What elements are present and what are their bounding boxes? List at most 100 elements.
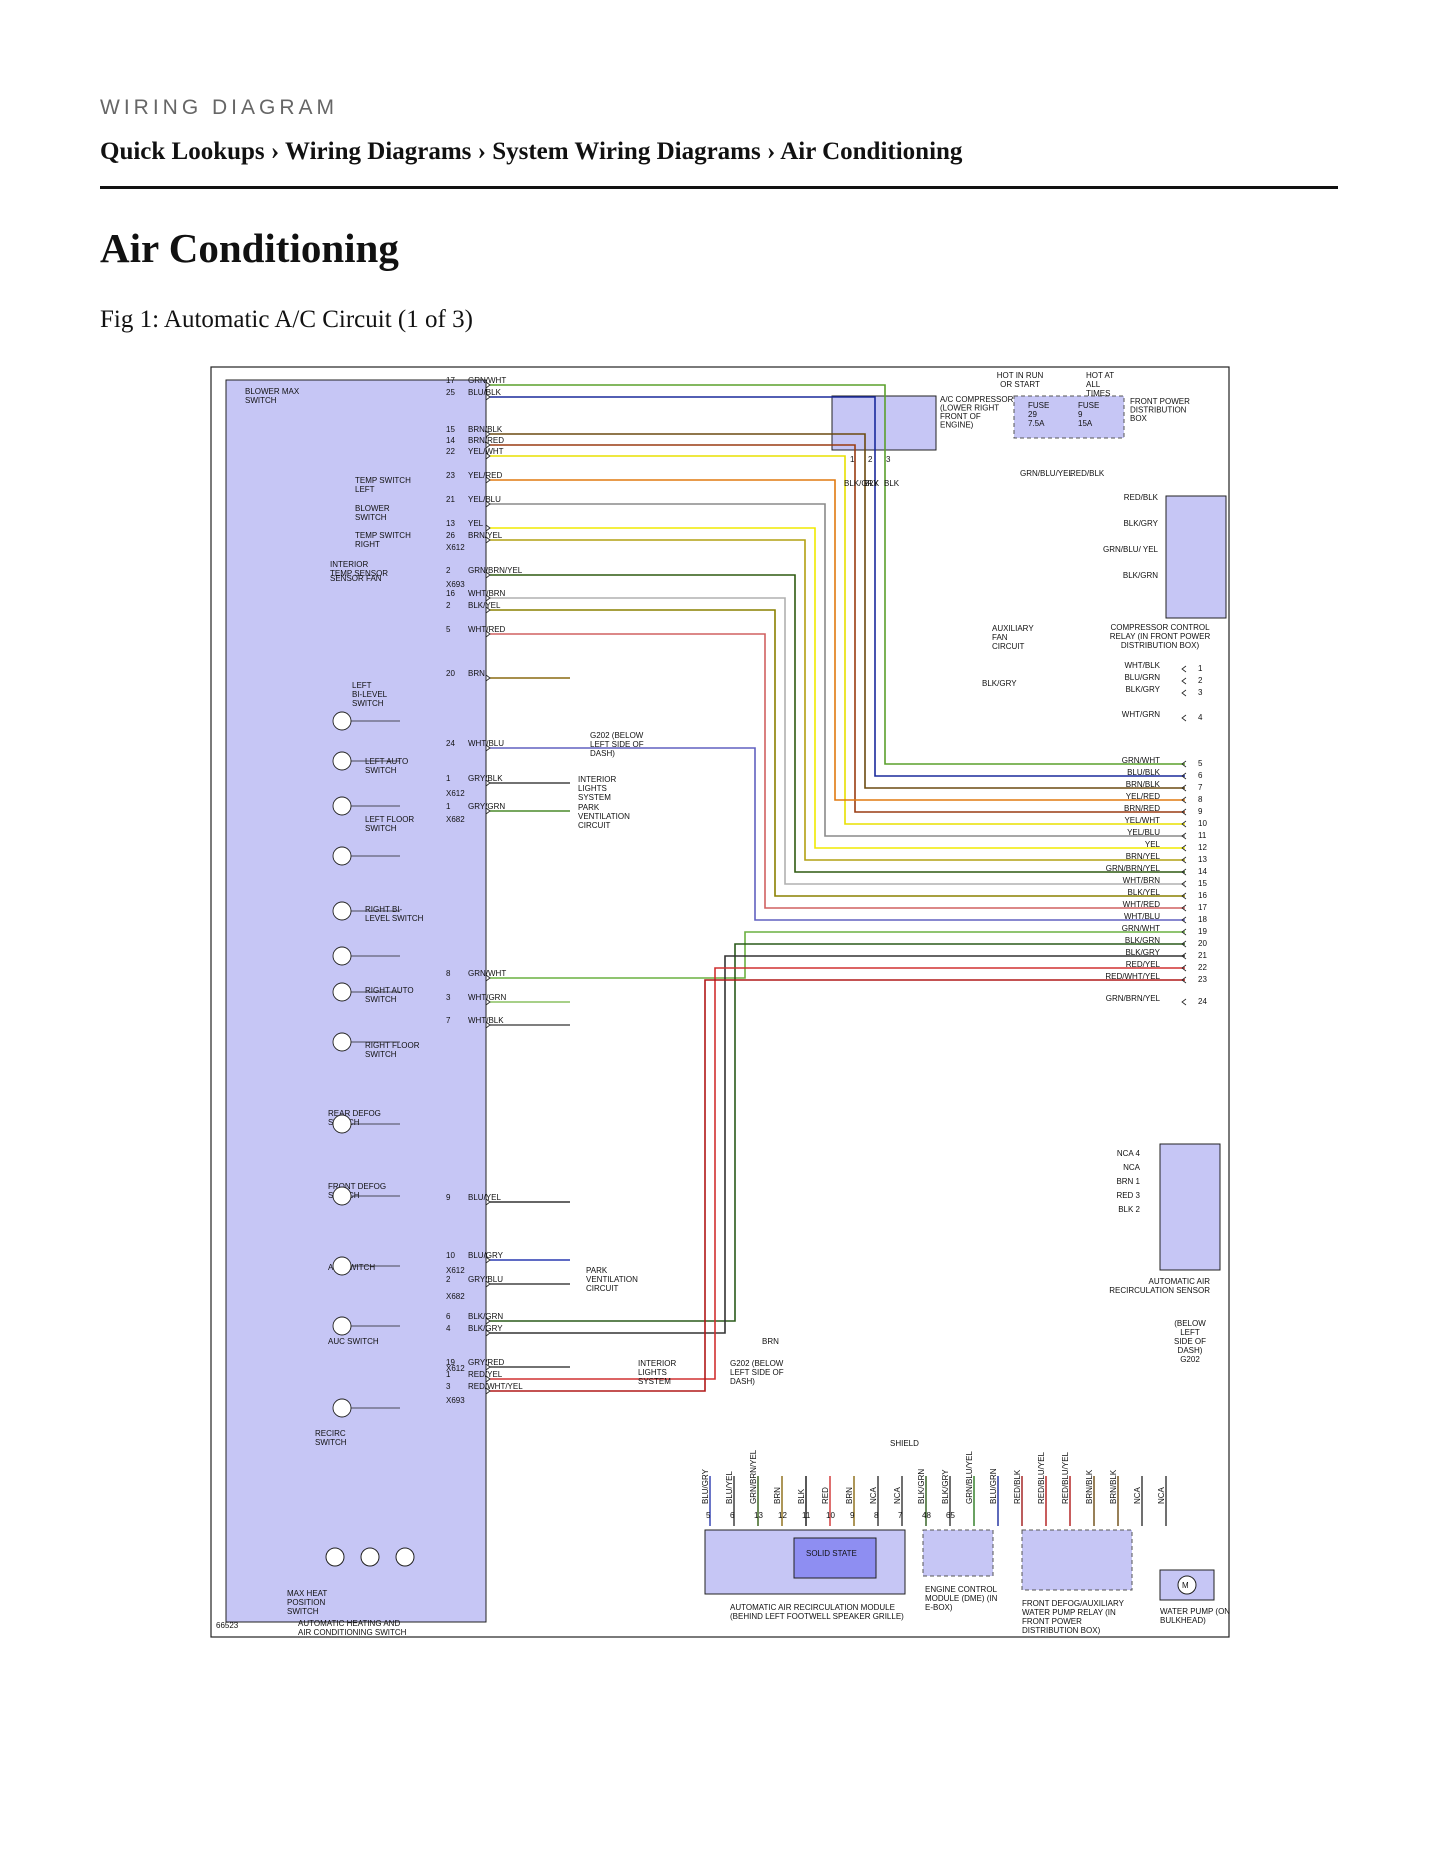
indicator-lamp-icon xyxy=(395,1547,415,1567)
header-rule xyxy=(100,186,1338,189)
connector-label: X612 xyxy=(446,1266,465,1275)
breadcrumb-item[interactable]: Quick Lookups xyxy=(100,138,265,165)
pin-arrow xyxy=(1181,665,1187,673)
switch-label: RIGHT BI-LEVEL SWITCH xyxy=(365,905,424,923)
right-pin-number: 17 xyxy=(1198,903,1207,912)
bottom-wire-label: BLU/GRY xyxy=(701,1468,710,1504)
pin-arrow xyxy=(1181,928,1187,936)
connector-label: X693 xyxy=(446,580,465,589)
pin-arrow xyxy=(485,1329,491,1337)
ac-compressor-box xyxy=(831,395,937,451)
left-pin-number: 2 xyxy=(446,566,451,575)
right-pin-number: 6 xyxy=(1198,771,1203,780)
pin-arrow xyxy=(1181,677,1187,685)
breadcrumb-item[interactable]: Air Conditioning xyxy=(780,138,963,165)
wire xyxy=(490,979,1185,1392)
relay-wire: BLK/GRY xyxy=(1123,519,1158,528)
right-pin-wire: GRN/WHT xyxy=(1122,924,1160,933)
wire xyxy=(490,955,1185,1334)
wire xyxy=(490,444,1185,813)
bottom-wire-label: BLU/GRN xyxy=(989,1468,998,1504)
wire xyxy=(490,539,1185,861)
right-pin-wire: BLK/YEL xyxy=(1128,888,1161,897)
solid-state-box xyxy=(793,1537,877,1579)
left-pin-number: 9 xyxy=(446,1193,451,1202)
pin-arrow xyxy=(1181,952,1187,960)
indicator-lamp-icon xyxy=(332,1316,352,1336)
left-pin-wire: BLK/GRN xyxy=(468,1312,503,1321)
right-pin-wire: GRN/BRN/YEL xyxy=(1106,864,1161,873)
right-pin-wire: WHT/RED xyxy=(1123,900,1161,909)
recirc-sensor-pin: BLK 2 xyxy=(1118,1205,1140,1214)
left-pin-wire: BRN/RED xyxy=(468,436,504,445)
pin-arrow xyxy=(1181,820,1187,828)
left-pin-number: 10 xyxy=(446,1251,455,1260)
right-pin-wire: RED/WHT/YEL xyxy=(1105,972,1160,981)
recirc-sensor-pin: RED 3 xyxy=(1116,1191,1140,1200)
breadcrumb: Quick Lookups › Wiring Diagrams › System… xyxy=(100,138,963,165)
compressor-pin: 1 xyxy=(850,455,855,464)
left-pin-wire: BLU/GRY xyxy=(468,1251,504,1260)
left-pin-wire: BLK/GRY xyxy=(468,1324,503,1333)
breadcrumb-item[interactable]: Wiring Diagrams xyxy=(285,138,472,165)
pin-arrow xyxy=(485,524,491,532)
left-pin-number: 17 xyxy=(446,376,455,385)
bottom-pin-number: 8 xyxy=(874,1511,879,1520)
left-pin-number: 16 xyxy=(446,589,455,598)
left-pin-wire: BLU/YEL xyxy=(468,1193,501,1202)
ground-wire-label: BRN xyxy=(762,1337,779,1346)
left-pin-number: 7 xyxy=(446,1016,451,1025)
left-pin-wire: RED/YEL xyxy=(468,1370,503,1379)
left-pin-wire: BRN xyxy=(468,669,485,678)
left-pin-wire: GRY/BLK xyxy=(468,774,503,783)
right-pin-number: 4 xyxy=(1198,713,1203,722)
left-pin-number: 3 xyxy=(446,993,451,1002)
bottom-pin-number: 12 xyxy=(778,1511,787,1520)
fuse-wire: GRN/BLU/YEL xyxy=(1020,469,1073,478)
right-pin-number: 22 xyxy=(1198,963,1207,972)
right-pin-number: 19 xyxy=(1198,927,1207,936)
bottom-pin-number: 48 xyxy=(922,1511,931,1520)
compressor-pin: 2 xyxy=(868,455,873,464)
right-pin-number: 14 xyxy=(1198,867,1207,876)
left-pin-number: 1 xyxy=(446,774,451,783)
connector-label: X612 xyxy=(446,1364,465,1373)
pin-arrow xyxy=(485,393,491,401)
left-pin-number: 19 xyxy=(446,1358,455,1367)
right-pin-wire: BRN/BLK xyxy=(1126,780,1161,789)
right-pin-number: 20 xyxy=(1198,939,1207,948)
right-pin-number: 7 xyxy=(1198,783,1203,792)
right-pin-number: 23 xyxy=(1198,975,1207,984)
left-pin-wire: YEL/WHT xyxy=(468,447,504,456)
right-pin-number: 11 xyxy=(1198,831,1207,840)
recirc-sensor-pin: NCA 4 xyxy=(1117,1149,1141,1158)
indicator-lamp-icon xyxy=(360,1547,380,1567)
pin-arrow xyxy=(485,744,491,752)
right-pin-number: 1 xyxy=(1198,664,1203,673)
left-pin-number: 23 xyxy=(446,471,455,480)
wire xyxy=(490,943,1185,1322)
pin-arrow xyxy=(485,476,491,484)
pin-arrow xyxy=(1181,904,1187,912)
left-pin-number: 2 xyxy=(446,601,451,610)
right-pin-wire: GRN/BRN/YEL xyxy=(1106,994,1161,1003)
indicator-lamp-icon xyxy=(332,901,352,921)
left-pin-number: 8 xyxy=(446,969,451,978)
defog-relay-box xyxy=(1021,1529,1133,1591)
bottom-pin-number: 11 xyxy=(802,1511,811,1520)
right-pin-wire: YEL/WHT xyxy=(1124,816,1160,825)
left-pin-number: 22 xyxy=(446,447,455,456)
bottom-wire-label: BRN/BLK xyxy=(1109,1469,1118,1504)
left-pin-wire: GRY/BLU xyxy=(468,1275,503,1284)
pin-arrow xyxy=(485,441,491,449)
breadcrumb-item[interactable]: System Wiring Diagrams xyxy=(492,138,761,165)
pin-arrow xyxy=(1181,892,1187,900)
